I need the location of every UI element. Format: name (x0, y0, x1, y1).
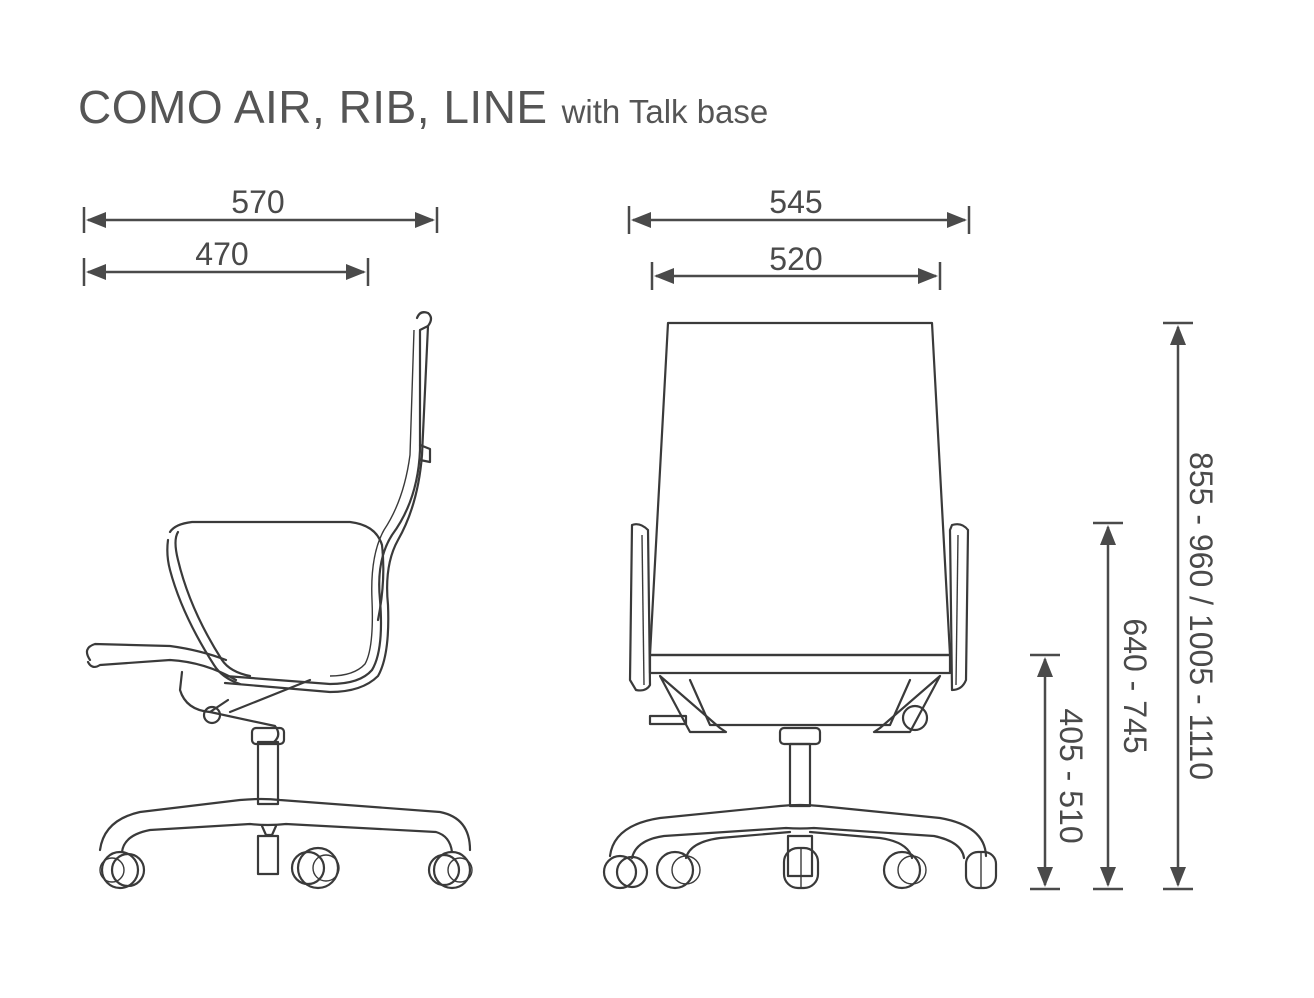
dim-label-overall-height: 855 - 960 / 1005 - 1110 (1183, 452, 1219, 780)
dim-front-overall-width: 545 (627, 184, 971, 234)
dim-seat-height: 405 - 510 (1030, 653, 1089, 891)
dim-label-seat-height: 405 - 510 (1053, 708, 1089, 843)
dim-label-470: 470 (195, 236, 248, 272)
dim-label-545: 545 (769, 184, 822, 220)
page-title: COMO AIR, RIB, LINE with Talk base (78, 80, 768, 134)
chair-side-view (85, 311, 473, 890)
front-caster-3 (782, 846, 820, 890)
dim-label-520: 520 (769, 241, 822, 277)
dim-side-seat-depth: 470 (82, 236, 370, 286)
dim-armrest-height: 640 - 745 (1093, 521, 1153, 891)
caster-mid (290, 846, 340, 890)
dim-label-570: 570 (231, 184, 284, 220)
dim-front-seat-width: 520 (650, 241, 942, 290)
front-caster-4 (882, 850, 927, 890)
caster-left (99, 850, 146, 890)
front-caster-5 (964, 850, 998, 890)
front-caster-2 (655, 850, 701, 890)
dim-label-armrest-height: 640 - 745 (1117, 618, 1153, 753)
product-subtitle: with Talk base (561, 93, 769, 130)
product-name: COMO AIR, RIB, LINE (78, 81, 548, 133)
dim-overall-height: 855 - 960 / 1005 - 1110 (1163, 321, 1219, 891)
chair-front-view (602, 321, 998, 890)
front-caster-1 (602, 854, 649, 890)
caster-right (427, 850, 473, 890)
dim-side-overall-width: 570 (82, 184, 439, 233)
